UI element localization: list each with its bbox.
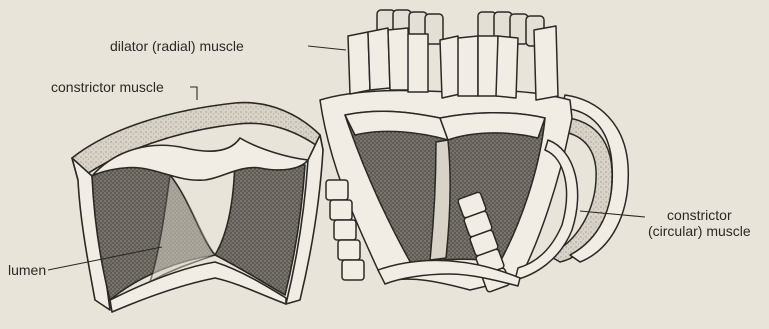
constrictor-muscle-label: constrictor muscle — [51, 79, 164, 95]
left-constrictor-structure — [72, 103, 323, 312]
constrictor-leader-line — [190, 87, 197, 100]
circular-muscle-label-line1: constrictor — [648, 207, 751, 223]
dilator-leader-line — [308, 46, 346, 50]
right-pharynx-structure — [320, 10, 628, 293]
circular-muscle-label: constrictor (circular) muscle — [648, 207, 751, 239]
lumen-label: lumen — [8, 262, 46, 278]
dilator-muscle-label: dilator (radial) muscle — [110, 38, 244, 54]
circular-muscle-label-line2: (circular) muscle — [648, 223, 751, 239]
